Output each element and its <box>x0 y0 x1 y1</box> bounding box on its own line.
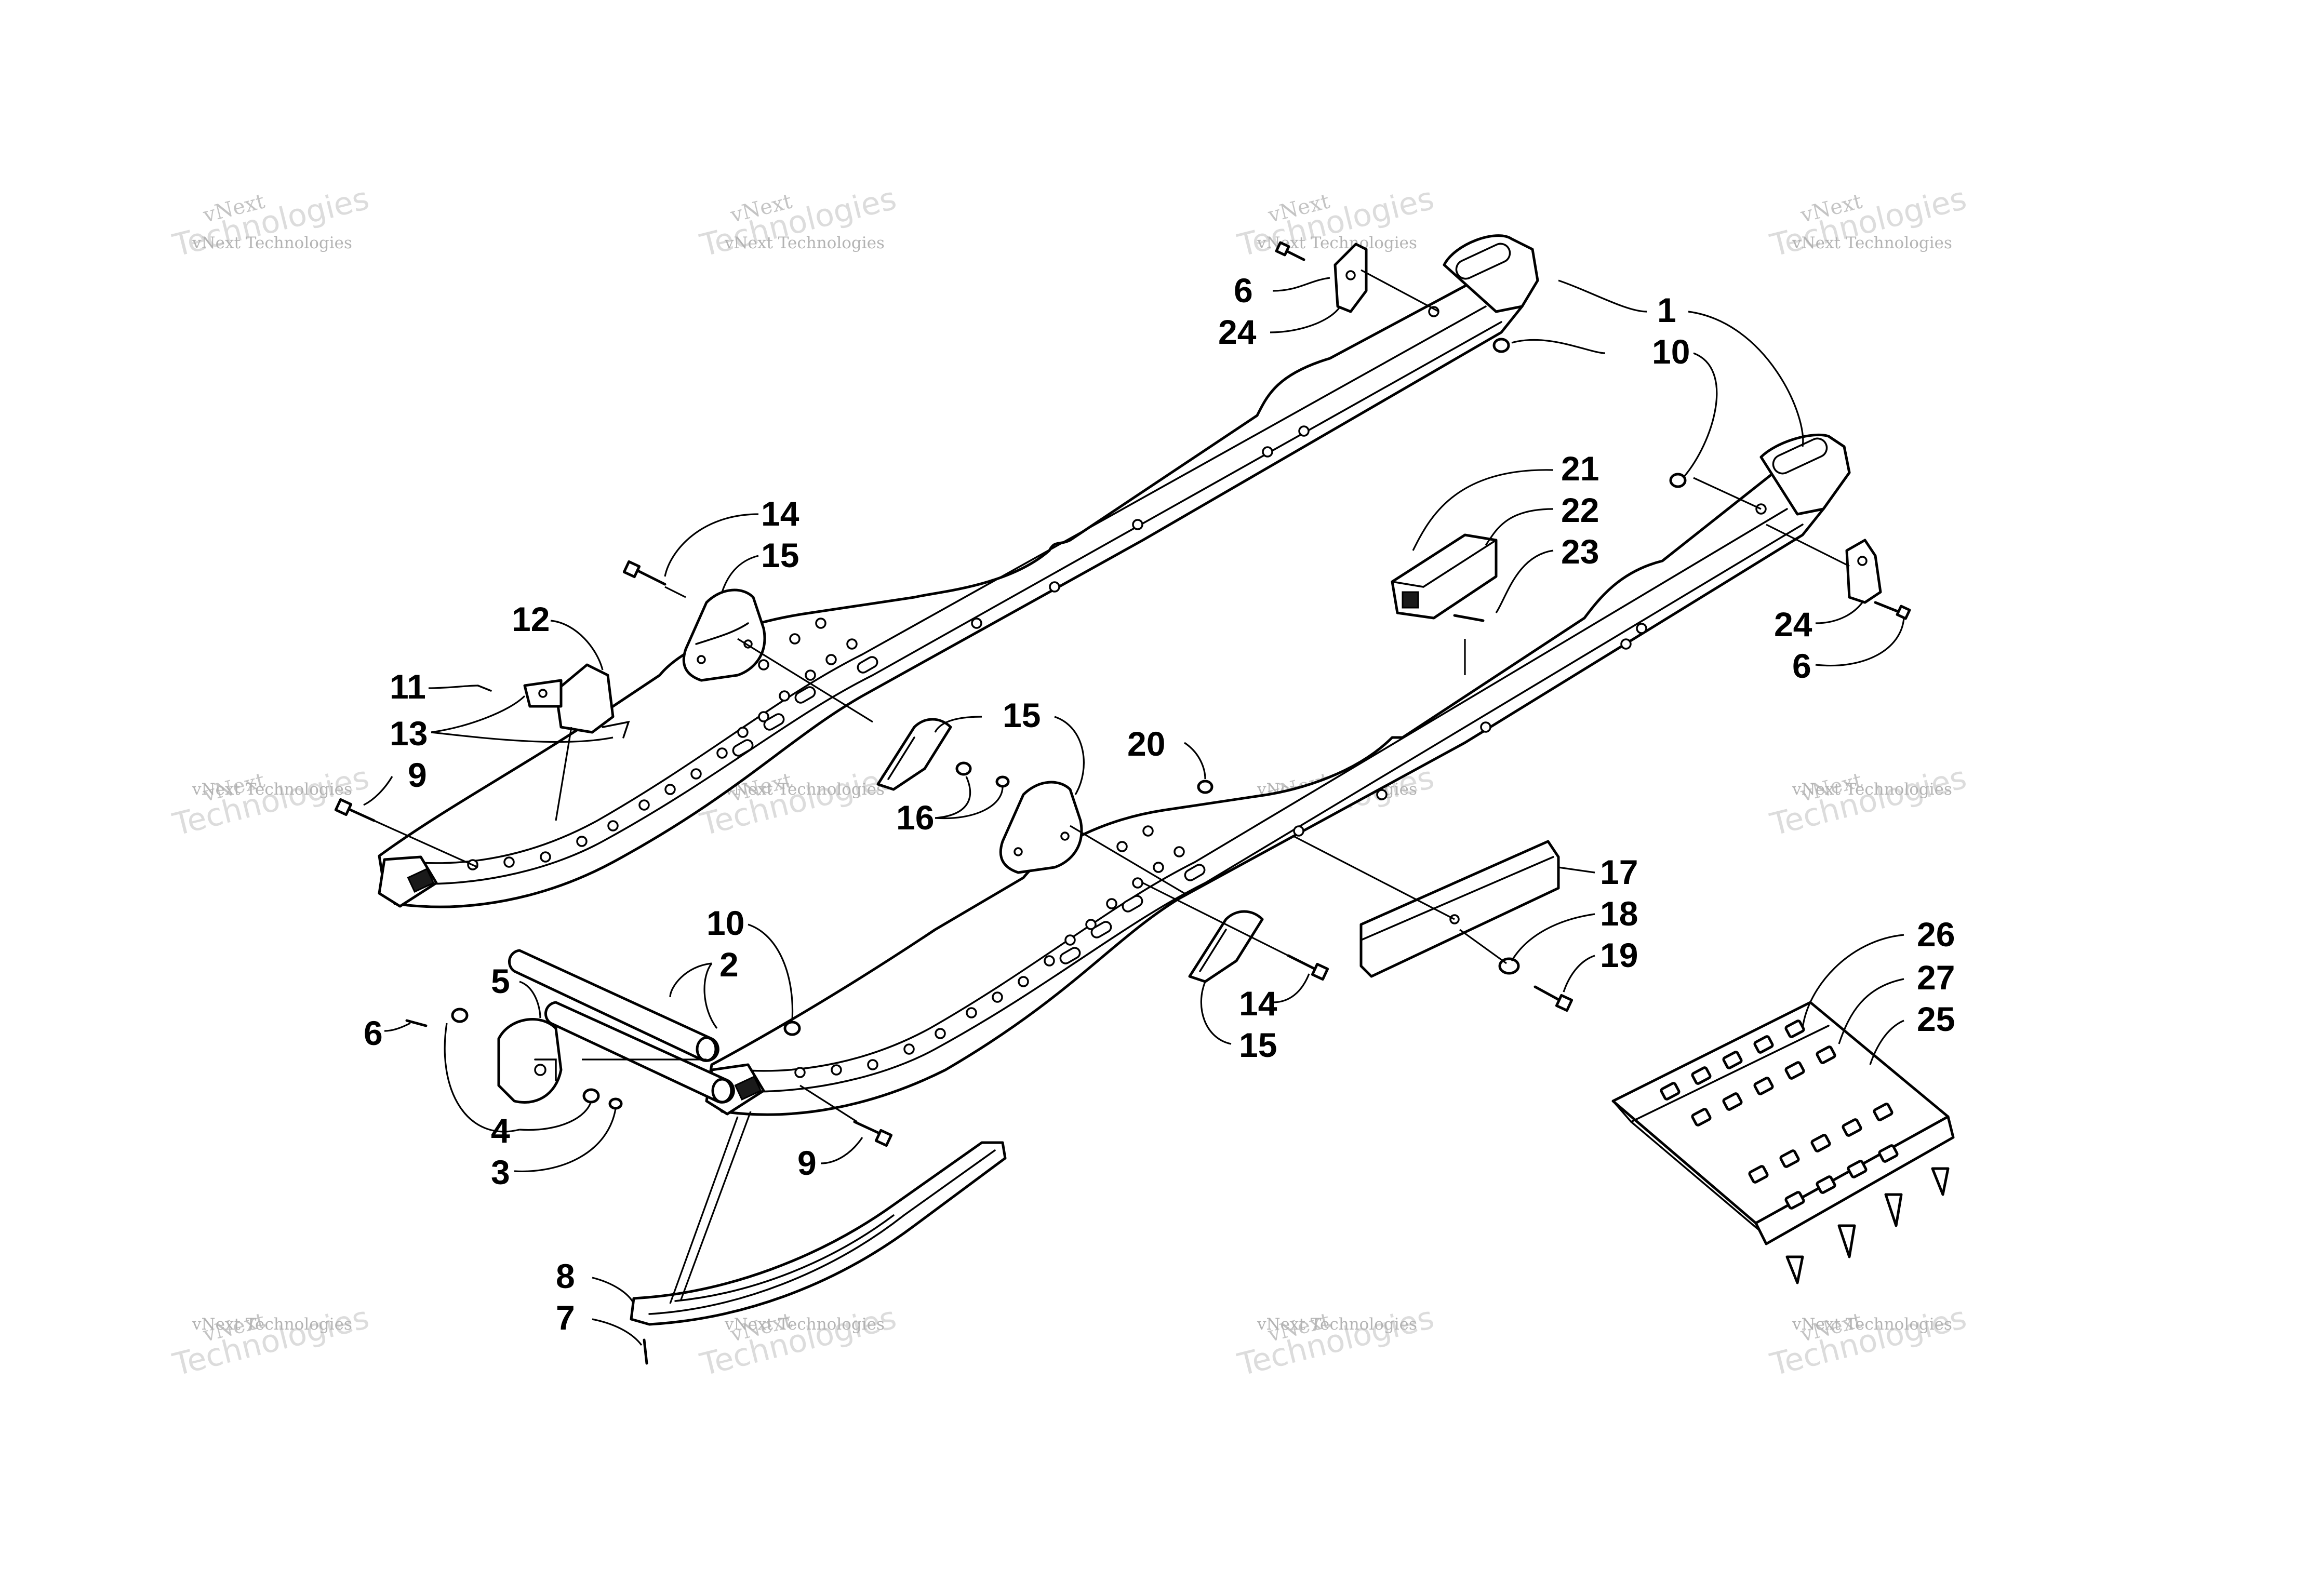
callout-label: 20 <box>1127 725 1165 763</box>
watermark-text: Technologies <box>1766 759 1970 843</box>
track-clips <box>1660 1020 1899 1210</box>
callout-label: 11 <box>390 667 426 706</box>
slide-block-17 <box>1359 840 1560 978</box>
callout-label: 27 <box>1917 958 1955 997</box>
callout-label: 5 <box>491 962 510 1000</box>
track-section <box>1611 1001 1955 1284</box>
callout-leaders <box>363 277 1905 1346</box>
watermark-group: Technologies vNext vNext Technologies Te… <box>169 180 1970 1383</box>
upper-slide-rail <box>378 234 1539 908</box>
mount-24-upper <box>1333 243 1368 313</box>
watermark-text: vNext Technologies <box>1792 780 1952 799</box>
bumper-block-12 <box>523 663 630 739</box>
callout-label: 2 <box>719 945 739 984</box>
cross-shafts <box>508 949 735 1104</box>
callout-label: 22 <box>1561 491 1599 529</box>
bracket-clip-lower <box>1188 910 1264 983</box>
callout-label: 13 <box>390 714 428 753</box>
watermark-text: vNext Technologies <box>724 780 885 799</box>
watermark-text: Technologies <box>1766 1299 1970 1383</box>
callout-label: 19 <box>1600 936 1638 974</box>
assembly-lines <box>374 269 1850 1123</box>
bracket-15-middle <box>999 781 1083 874</box>
wear-strip <box>630 1141 1007 1326</box>
callout-label: 10 <box>706 904 744 942</box>
callout-label: 26 <box>1917 915 1955 954</box>
watermark-text: vNext Technologies <box>192 780 352 799</box>
callout-label: 15 <box>761 536 799 574</box>
callout-label: 3 <box>491 1153 510 1191</box>
callout-label: 6 <box>364 1014 383 1052</box>
rail-slot <box>1455 243 1511 280</box>
bracket-15-upper <box>682 588 766 682</box>
callout-label: 18 <box>1600 894 1638 933</box>
bracket-clip-upper <box>876 718 952 791</box>
callout-labels: 1 10 6 24 21 22 23 24 6 14 15 12 11 13 9… <box>364 271 1955 1337</box>
callout-label: 10 <box>1652 332 1690 371</box>
callout-label: 15 <box>1239 1026 1277 1064</box>
watermark-text: vNext Technologies <box>1792 234 1952 252</box>
callout-label: 23 <box>1561 532 1599 571</box>
callout-label: 16 <box>896 798 934 837</box>
watermark-text: vNext Technologies <box>1257 1315 1417 1334</box>
watermark-text: Technologies <box>1234 1299 1437 1383</box>
lower-slide-rail <box>705 433 1851 1116</box>
watermark-text: vNext Technologies <box>192 1315 352 1334</box>
watermark-text: vNext Technologies <box>724 234 885 252</box>
rail-slot <box>1772 437 1828 475</box>
callout-label: 15 <box>1003 696 1041 734</box>
callout-label: 6 <box>1234 271 1253 310</box>
callout-label: 9 <box>408 756 427 794</box>
callout-label: 9 <box>797 1144 817 1182</box>
hardware <box>334 241 1911 1365</box>
callout-label: 14 <box>1239 984 1277 1023</box>
callout-label: 24 <box>1218 313 1257 351</box>
block-22 <box>1391 533 1498 620</box>
callout-label: 4 <box>491 1111 510 1150</box>
watermark-text: vNext Technologies <box>192 234 352 252</box>
watermark-text: vNext Technologies <box>1792 1315 1952 1334</box>
callout-label: 12 <box>512 600 550 638</box>
watermark-text: vNext Technologies <box>724 1315 885 1334</box>
callout-label: 6 <box>1792 647 1811 685</box>
callout-label: 14 <box>761 494 799 533</box>
callout-label: 21 <box>1561 449 1599 488</box>
callout-label: 1 <box>1657 291 1676 329</box>
callout-label: 24 <box>1774 605 1812 643</box>
callout-label: 25 <box>1917 1000 1955 1038</box>
callout-label: 8 <box>556 1257 575 1295</box>
callout-label: 7 <box>556 1298 575 1337</box>
watermark-text: Technologies <box>169 1299 372 1383</box>
mount-24-lower <box>1845 539 1882 604</box>
callout-label: 17 <box>1600 853 1638 891</box>
front-stop-5 <box>497 1018 563 1104</box>
